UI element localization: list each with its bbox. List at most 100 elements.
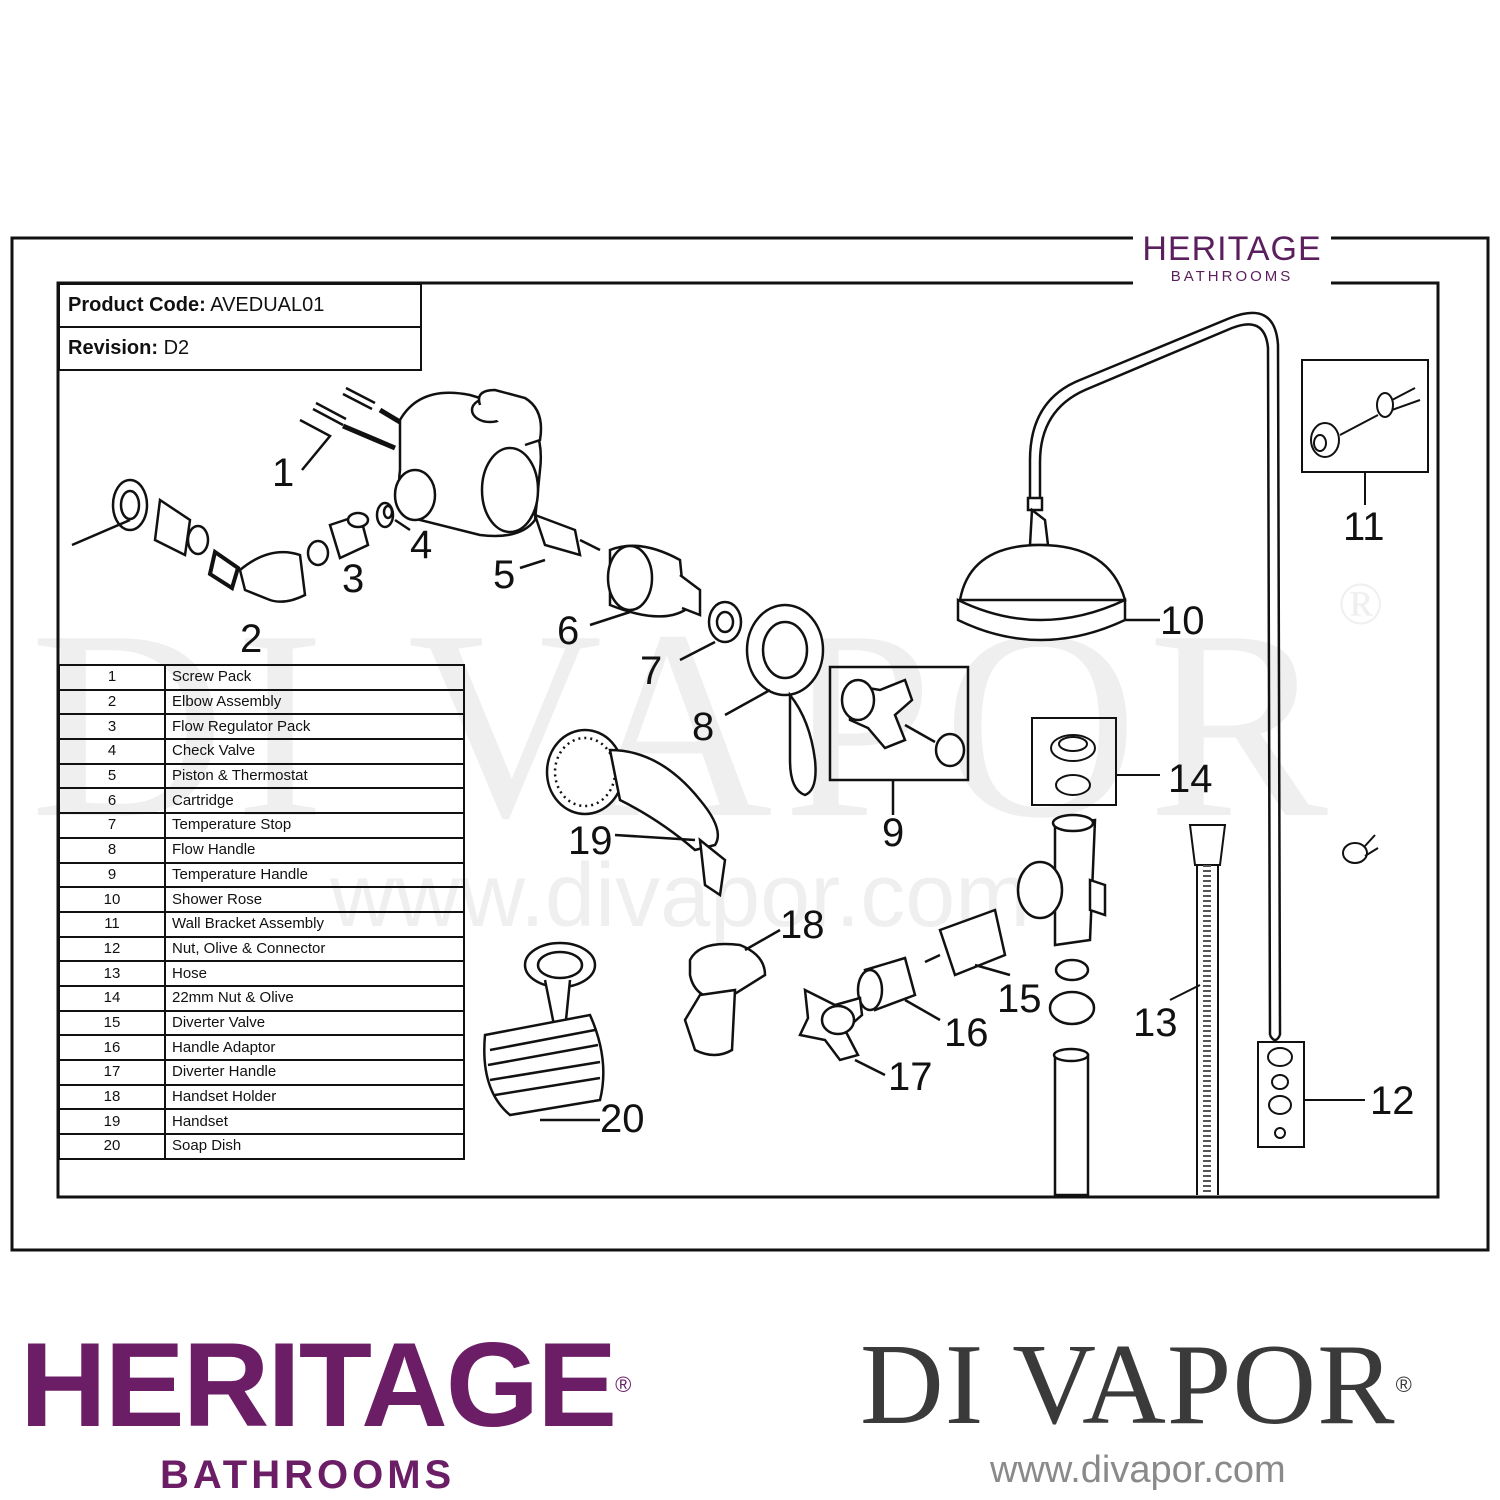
inner-frame	[56, 281, 1440, 1199]
bracket-spare	[1342, 834, 1379, 864]
callout-19: 19	[568, 819, 613, 863]
part-handle-adaptor	[856, 956, 941, 1022]
part-number: 3	[58, 713, 166, 741]
callout-17: 17	[888, 1055, 933, 1099]
divapor-url: www.divapor.com	[990, 1449, 1286, 1491]
part-check-valve	[375, 501, 411, 532]
brand-tab-sub: BATHROOMS	[1170, 268, 1294, 285]
heritage-logo: HERITAGE® BATHROOMS	[20, 1318, 631, 1497]
callout-11: 11	[1343, 505, 1385, 549]
divapor-logo: DI VAPOR® www.divapor.com	[860, 1321, 1413, 1491]
part-name: Flow Handle	[164, 836, 465, 864]
part-number: 9	[58, 861, 166, 889]
part-number: 4	[58, 738, 166, 765]
part-diverter-body	[1016, 813, 1107, 1197]
part-valve-body	[393, 388, 543, 538]
part-name: Nut, Olive & Connector	[164, 935, 465, 963]
callout-18: 18	[780, 903, 825, 947]
callout-8: 8	[692, 705, 714, 749]
part-number: 1	[58, 664, 166, 691]
part-number: 2	[58, 688, 166, 716]
callout-20: 20	[600, 1097, 645, 1141]
part-number: 20	[58, 1133, 166, 1160]
part-name: 22mm Nut & Olive	[164, 984, 465, 1012]
part-number: 16	[58, 1034, 166, 1061]
part-number: 8	[58, 836, 166, 864]
part-nut-olive-connector	[1257, 1041, 1365, 1148]
callout-2: 2	[240, 617, 262, 661]
brand-tab-name: HERITAGE	[1142, 230, 1322, 268]
part-number: 14	[58, 984, 166, 1012]
callout-labels: 1 2 3 4 5 6 7 8 9 10 11 12 13 14 15 16 1…	[240, 451, 1415, 1141]
part-temperature-stop	[679, 600, 743, 662]
part-name: Soap Dish	[164, 1133, 465, 1160]
part-diverter-handle	[798, 987, 886, 1077]
callout-6: 6	[557, 609, 579, 653]
outer-frame	[10, 236, 1490, 1252]
callout-13: 13	[1133, 1001, 1178, 1045]
callout-14: 14	[1168, 757, 1213, 801]
callout-1: 1	[272, 451, 294, 495]
part-shower-rose	[956, 311, 1282, 1042]
part-name: Temperature Stop	[164, 812, 465, 839]
part-number: 6	[58, 787, 166, 815]
part-elbow-assembly	[71, 478, 307, 603]
part-name: Check Valve	[164, 738, 465, 765]
part-soap-dish	[483, 941, 605, 1122]
callout-4: 4	[410, 523, 432, 567]
part-name: Flow Regulator Pack	[164, 713, 465, 741]
part-name: Diverter Handle	[164, 1059, 465, 1086]
part-screw-pack	[299, 386, 407, 471]
part-name: Elbow Assembly	[164, 688, 465, 716]
product-info-table: Product Code: AVEDUAL01 Revision: D2	[58, 283, 422, 371]
callout-7: 7	[640, 649, 662, 693]
part-name: Shower Rose	[164, 886, 465, 913]
part-number: 5	[58, 762, 166, 790]
part-name: Screw Pack	[164, 664, 465, 691]
part-number: 13	[58, 960, 166, 987]
part-name: Handset Holder	[164, 1083, 465, 1111]
part-cartridge	[589, 544, 702, 627]
callout-3: 3	[342, 557, 364, 601]
callout-16: 16	[944, 1011, 989, 1055]
part-number: 10	[58, 886, 166, 913]
part-piston-thermostat	[519, 512, 601, 570]
part-number: 7	[58, 812, 166, 839]
part-temperature-handle	[828, 665, 970, 815]
part-name: Handset	[164, 1108, 465, 1136]
brand-tab: HERITAGE BATHROOMS	[1133, 230, 1331, 285]
part-name: Cartridge	[164, 787, 465, 815]
part-handset	[545, 728, 727, 898]
part-name: Temperature Handle	[164, 861, 465, 889]
revision-cell: Revision: D2	[58, 326, 422, 371]
product-code-cell: Product Code: AVEDUAL01	[58, 283, 422, 328]
part-number: 17	[58, 1059, 166, 1086]
part-number: 18	[58, 1083, 166, 1111]
part-number: 11	[58, 910, 166, 938]
part-wall-bracket-assembly	[1301, 359, 1429, 505]
part-flow-handle	[724, 603, 825, 797]
part-number: 15	[58, 1009, 166, 1037]
part-diverter-valve	[924, 908, 1011, 977]
callout-15: 15	[997, 977, 1042, 1021]
part-name: Diverter Valve	[164, 1009, 465, 1037]
callout-9: 9	[882, 811, 904, 855]
